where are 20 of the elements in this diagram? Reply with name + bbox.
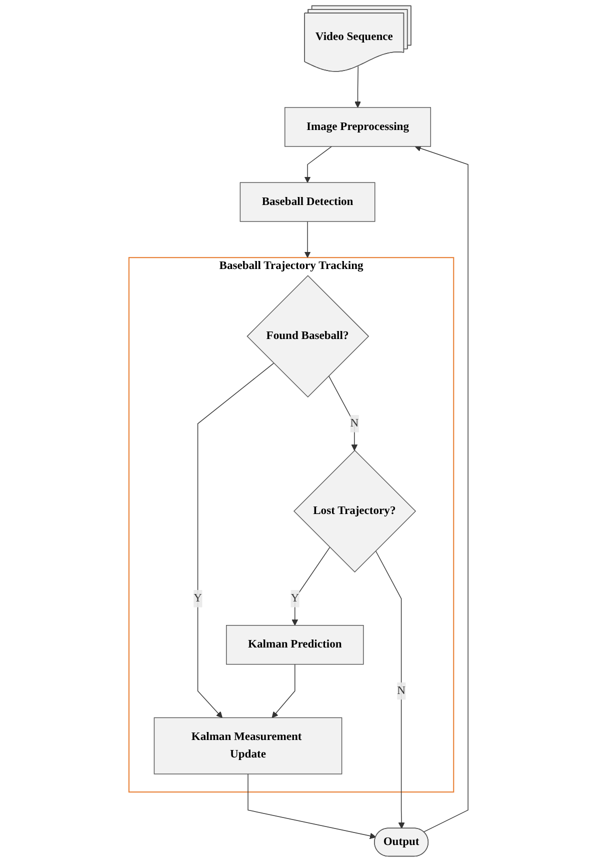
- edge-label: N: [350, 417, 359, 430]
- arrow: [414, 145, 468, 832]
- arrow: [375, 550, 405, 829]
- node-box: Kalman Prediction: [226, 625, 364, 665]
- arrow: [354, 66, 361, 108]
- arrow: [304, 221, 311, 258]
- edge-label: N: [397, 684, 406, 697]
- node-box: Image Preprocessing: [284, 107, 432, 147]
- node-box: Baseball Detection: [240, 182, 376, 222]
- arrow: [328, 375, 358, 451]
- node-diamond: Found Baseball?: [246, 275, 370, 398]
- arrow: [248, 774, 376, 840]
- arrow: [304, 146, 332, 183]
- node-diamond: Lost Trajectory?: [293, 450, 416, 572]
- edge-label: Y: [194, 592, 202, 604]
- edge-label: Y: [290, 592, 300, 604]
- arrow: [272, 664, 296, 718]
- node-box: Kalman Measurement Update: [154, 717, 342, 774]
- arrow: [292, 547, 330, 626]
- arrow: [197, 362, 274, 718]
